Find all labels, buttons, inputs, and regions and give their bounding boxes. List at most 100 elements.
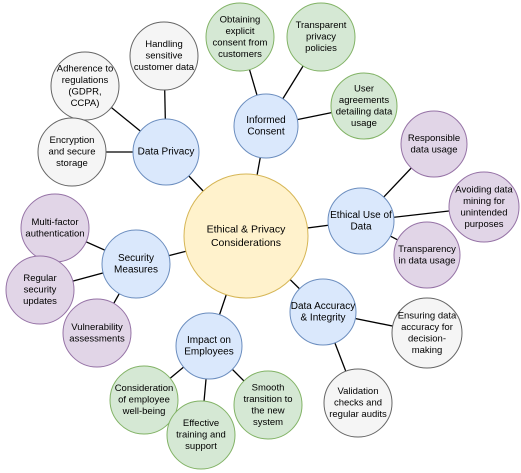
node-label-smooth-transition: system <box>253 417 283 428</box>
node-label-handling-sensitive: customer data <box>134 62 195 73</box>
node-label-obtaining-consent: consent from <box>213 37 268 48</box>
node-circle-ensuring-accuracy <box>391 297 463 369</box>
node-circle-regular-updates <box>5 255 75 325</box>
node-label-vulnerability-assessments: assessments <box>69 333 125 344</box>
node-label-data-accuracy: & Integrity <box>300 312 345 323</box>
node-circle-obtaining-consent <box>205 2 275 72</box>
node-circle-effective-training <box>166 400 236 470</box>
node-circle-handling-sensitive <box>129 21 199 91</box>
node-label-avoiding-mining: unintended <box>460 207 507 218</box>
node-label-validation-checks: checks and <box>334 398 382 409</box>
node-label-obtaining-consent: customers <box>218 49 262 60</box>
node-circle-validation-checks <box>323 368 393 438</box>
node-label-smooth-transition: the new <box>251 405 284 416</box>
node-label-regular-updates: updates <box>23 296 57 307</box>
node-circle-transparent-policies <box>286 2 356 72</box>
node-label-transparent-policies: policies <box>305 43 337 54</box>
node-label-consideration-wellbeing: of employee <box>118 395 170 406</box>
node-label-avoiding-mining: purposes <box>464 219 503 230</box>
node-circle-responsible-usage <box>400 110 468 178</box>
node-label-transparent-policies: privacy <box>306 32 336 43</box>
node-circle-center <box>183 173 309 299</box>
node-label-consideration-wellbeing: Consideration <box>115 383 174 394</box>
node-label-smooth-transition: Smooth <box>252 382 285 393</box>
node-label-multi-factor: Multi-factor <box>32 217 79 228</box>
node-circle-smooth-transition <box>233 370 303 440</box>
node-circle-user-agreements <box>330 72 398 140</box>
node-label-informed-consent: Consent <box>247 126 284 137</box>
node-label-validation-checks: Validation <box>337 386 378 397</box>
node-label-effective-training: Effective <box>183 418 219 429</box>
node-label-avoiding-mining: mining for <box>463 196 505 207</box>
node-label-impact-employees: Employees <box>184 346 233 357</box>
node-label-security-measures: Measures <box>114 264 158 275</box>
node-label-handling-sensitive: sensitive <box>146 51 183 62</box>
node-label-transparency-usage: in data usage <box>398 255 455 266</box>
node-label-impact-employees: Impact on <box>187 335 231 346</box>
node-circle-data-accuracy <box>289 278 357 346</box>
node-circle-encryption-storage <box>37 117 107 187</box>
node-label-adherence-regulations: (GDPR, <box>68 86 101 97</box>
node-label-user-agreements: User <box>354 83 374 94</box>
node-label-transparent-policies: Transparent <box>296 20 347 31</box>
node-label-responsible-usage: Responsible <box>408 133 460 144</box>
node-label-center: Ethical & Privacy <box>207 223 287 235</box>
node-circle-ethical-use <box>327 187 395 255</box>
node-label-user-agreements: detailing data <box>336 106 393 117</box>
node-label-center: Considerations <box>211 237 281 249</box>
node-circle-consideration-wellbeing <box>109 365 179 435</box>
node-label-effective-training: training and <box>176 430 226 441</box>
node-circle-vulnerability-assessments <box>62 298 132 368</box>
node-label-vulnerability-assessments: Vulnerability <box>71 322 123 333</box>
node-label-handling-sensitive: Handling <box>145 39 183 50</box>
node-label-ensuring-accuracy: decision- <box>408 333 446 344</box>
node-label-ensuring-accuracy: making <box>412 345 443 356</box>
node-label-responsible-usage: data usage <box>410 144 457 155</box>
node-label-consideration-wellbeing: well-being <box>122 406 166 417</box>
node-label-effective-training: support <box>185 441 217 452</box>
node-label-ensuring-accuracy: accuracy for <box>401 322 453 333</box>
node-label-regular-updates: security <box>24 285 57 296</box>
node-label-user-agreements: usage <box>351 118 377 129</box>
node-circle-avoiding-mining <box>448 171 520 243</box>
node-label-adherence-regulations: Adherence to <box>57 63 114 74</box>
node-circle-security-measures <box>101 229 171 299</box>
node-label-ensuring-accuracy: Ensuring data <box>398 310 457 321</box>
node-label-ethical-use: Ethical Use of <box>330 210 392 221</box>
node-label-obtaining-consent: explicit <box>225 26 254 37</box>
node-circle-impact-employees <box>175 312 243 380</box>
node-label-data-accuracy: Data Accuracy <box>291 301 355 312</box>
node-label-regular-updates: Regular <box>23 273 56 284</box>
node-label-avoiding-mining: Avoiding data <box>455 184 513 195</box>
node-label-transparency-usage: Transparency <box>398 244 456 255</box>
node-label-obtaining-consent: Obtaining <box>220 14 261 25</box>
node-label-informed-consent: Informed <box>246 115 285 126</box>
node-circle-informed-consent <box>233 93 299 159</box>
node-label-multi-factor: authentication <box>25 228 84 239</box>
node-circle-adherence-regulations <box>50 51 120 121</box>
node-label-user-agreements: agreements <box>339 95 389 106</box>
node-label-encryption-storage: Encryption <box>50 135 95 146</box>
node-data-privacy: Data Privacy <box>132 118 200 186</box>
node-label-data-privacy: Data Privacy <box>138 147 195 158</box>
node-label-ethical-use: Data <box>350 221 372 232</box>
